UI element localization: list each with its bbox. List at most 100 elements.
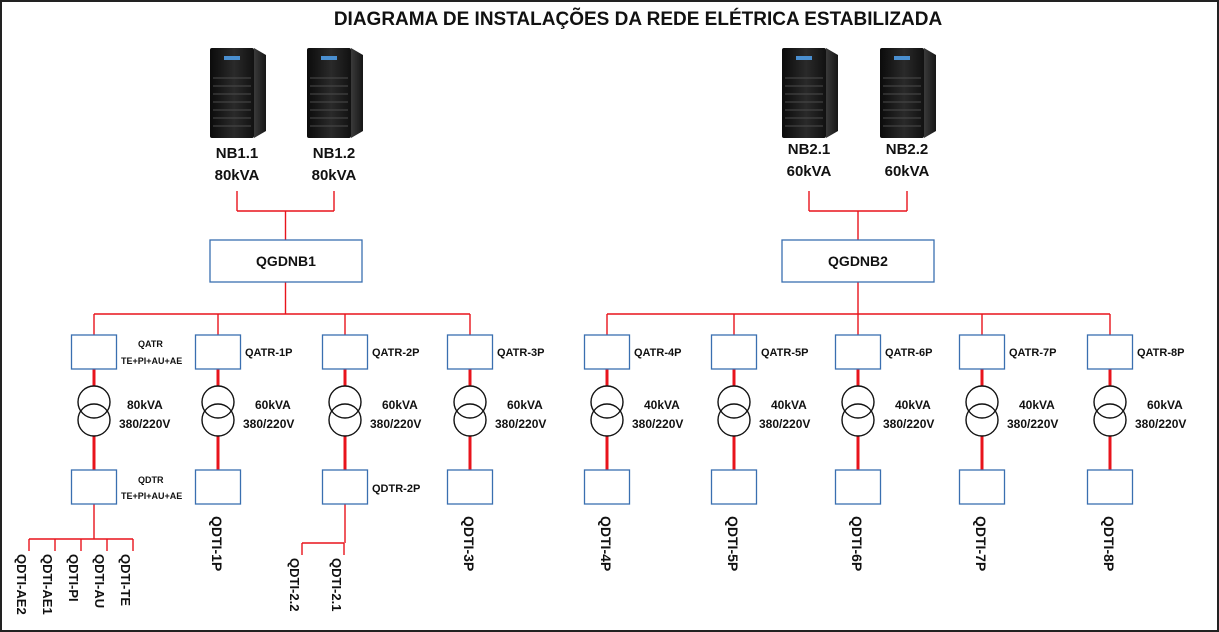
- ups-side-panel: [254, 48, 266, 138]
- ups-unit-icon: [307, 48, 363, 138]
- qdti-sub-label: QDTI-2.2: [287, 558, 302, 611]
- transformer-voltage-label: 380/220V: [495, 417, 546, 431]
- qdti-label: QDTI-5P: [725, 516, 741, 571]
- qatr-panel-box: [1086, 334, 1134, 370]
- qatr-sublabel: TE+PI+AU+AE: [121, 356, 182, 366]
- qdt-panel-box: [710, 469, 758, 505]
- ups-cabinet: [880, 48, 924, 138]
- qdti-sub-label: QDTI-AE1: [40, 554, 55, 615]
- qdt-panel-box: [1086, 469, 1134, 505]
- transformer-kva-label: 40kVA: [895, 398, 931, 412]
- transformer-voltage-label: 380/220V: [632, 417, 683, 431]
- qdt-panel-box: [194, 469, 242, 505]
- transformer-primary-coil: [965, 385, 999, 419]
- qatr-label: QATR: [138, 339, 163, 349]
- main-distribution-board-label: QGDNB2: [828, 253, 888, 269]
- qatr-label: QATR-8P: [1137, 347, 1184, 359]
- ups-power-label: 60kVA: [787, 163, 832, 180]
- transformer-symbol: [841, 385, 875, 437]
- qatr-label: QATR-2P: [372, 347, 419, 359]
- transformer-voltage-label: 380/220V: [243, 417, 294, 431]
- qatr-panel-box: [446, 334, 494, 370]
- transformer-voltage-label: 380/220V: [759, 417, 810, 431]
- ups-name-label: NB1.1: [216, 145, 259, 162]
- transformer-symbol: [717, 385, 751, 437]
- transformer-primary-coil: [453, 385, 487, 419]
- transformer-symbol: [453, 385, 487, 437]
- transformer-symbol: [77, 385, 111, 437]
- qatr-label: QATR-5P: [761, 347, 808, 359]
- transformer-symbol: [590, 385, 624, 437]
- transformer-primary-coil: [77, 385, 111, 419]
- qatr-panel-box: [958, 334, 1006, 370]
- transformer-voltage-label: 380/220V: [883, 417, 934, 431]
- transformer-secondary-coil: [841, 403, 875, 437]
- qdti-label: QDTI-1P: [209, 516, 225, 571]
- ups-unit-icon: [210, 48, 266, 138]
- transformer-secondary-coil: [201, 403, 235, 437]
- transformer-voltage-label: 380/220V: [1007, 417, 1058, 431]
- main-distribution-board: [209, 239, 363, 283]
- qatr-label: QATR-4P: [634, 347, 681, 359]
- shapes-layer: [70, 48, 1134, 505]
- ups-display: [321, 56, 337, 60]
- ups-display: [224, 56, 240, 60]
- qdti-sub-label: QDTI-TE: [118, 554, 133, 606]
- transformer-kva-label: 60kVA: [255, 398, 291, 412]
- qdtr-label: QDTR-2P: [372, 483, 420, 495]
- qdti-sub-label: QDTI-AE2: [14, 554, 29, 615]
- transformer-kva-label: 40kVA: [771, 398, 807, 412]
- transformer-primary-coil: [717, 385, 751, 419]
- transformer-voltage-label: 380/220V: [370, 417, 421, 431]
- ups-side-panel: [351, 48, 363, 138]
- qdt-panel-box: [446, 469, 494, 505]
- transformer-voltage-label: 380/220V: [119, 417, 170, 431]
- qdtr-sublabel: TE+PI+AU+AE: [121, 491, 182, 501]
- qatr-panel-box: [194, 334, 242, 370]
- qatr-panel-box: [321, 334, 369, 370]
- transformer-symbol: [1093, 385, 1127, 437]
- qatr-label: QATR-3P: [497, 347, 544, 359]
- main-distribution-board: [781, 239, 935, 283]
- qdti-label: QDTI-8P: [1101, 516, 1117, 571]
- transformer-symbol: [328, 385, 362, 437]
- transformer-secondary-coil: [453, 403, 487, 437]
- qatr-label: QATR-1P: [245, 347, 292, 359]
- qdt-panel-box: [321, 469, 369, 505]
- qdti-label: QDTI-3P: [461, 516, 477, 571]
- qdti-label: QDTI-4P: [598, 516, 614, 571]
- transformer-secondary-coil: [77, 403, 111, 437]
- ups-name-label: NB1.2: [313, 145, 356, 162]
- qdti-label: QDTI-6P: [849, 516, 865, 571]
- transformer-symbol: [201, 385, 235, 437]
- ups-display: [894, 56, 910, 60]
- transformer-primary-coil: [201, 385, 235, 419]
- ups-cabinet: [307, 48, 351, 138]
- qatr-panel-box: [710, 334, 758, 370]
- transformer-kva-label: 60kVA: [507, 398, 543, 412]
- qdt-panel-box: [958, 469, 1006, 505]
- qatr-label: QATR-7P: [1009, 347, 1056, 359]
- ups-power-label: 80kVA: [312, 167, 357, 184]
- qatr-label: QATR-6P: [885, 347, 932, 359]
- qdt-panel-box: [583, 469, 631, 505]
- transformer-symbol: [965, 385, 999, 437]
- ups-cabinet: [210, 48, 254, 138]
- ups-name-label: NB2.2: [886, 141, 929, 158]
- ups-cabinet: [782, 48, 826, 138]
- wires-layer: [28, 191, 1112, 555]
- transformer-kva-label: 40kVA: [644, 398, 680, 412]
- transformer-kva-label: 80kVA: [127, 398, 163, 412]
- transformer-secondary-coil: [1093, 403, 1127, 437]
- main-distribution-board-label: QGDNB1: [256, 253, 316, 269]
- qatr-panel-box: [834, 334, 882, 370]
- transformer-voltage-label: 380/220V: [1135, 417, 1186, 431]
- qdti-sub-label: QDTI-PI: [66, 554, 81, 602]
- ups-side-panel: [924, 48, 936, 138]
- transformer-secondary-coil: [717, 403, 751, 437]
- ups-power-label: 80kVA: [215, 167, 260, 184]
- transformer-kva-label: 60kVA: [1147, 398, 1183, 412]
